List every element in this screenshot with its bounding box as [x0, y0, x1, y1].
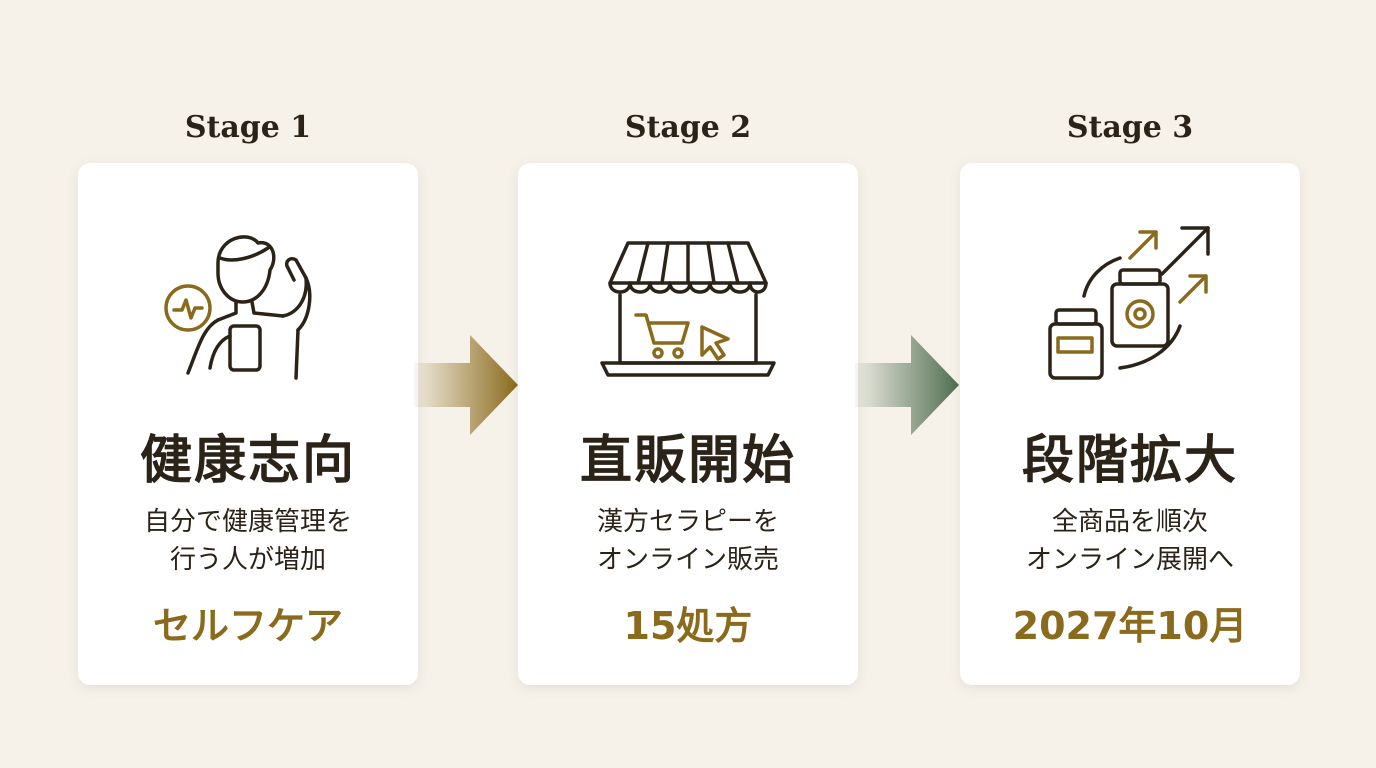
stage-2-desc-line1: 漢方セラピーを	[596, 507, 779, 537]
stage-2-headline: 直販開始	[579, 430, 796, 491]
stage-3-description: 全商品を順次 オンライン展開へ	[960, 503, 1300, 579]
stage-3-card: 段階拡大 全商品を順次 オンライン展開へ 2027年10月	[960, 163, 1300, 685]
products-growth-icon	[960, 213, 1300, 393]
stage-2-label: Stage 2	[624, 110, 752, 145]
stage-1-card: 健康志向 自分で健康管理を 行う人が増加 セルフケア	[78, 163, 418, 685]
stage-2-desc-line2: オンライン販売	[596, 545, 779, 575]
stage-3-highlight: 2027年10月	[1012, 604, 1248, 648]
stage-1-description: 自分で健康管理を 行う人が増加	[78, 503, 418, 579]
stage-2-highlight: 15処方	[623, 604, 753, 648]
arrow-right-icon	[414, 335, 518, 435]
stage-1-desc-line2: 行う人が増加	[169, 545, 326, 575]
stage-1-headline: 健康志向	[139, 430, 356, 491]
stage-1-desc-line1: 自分で健康管理を	[143, 507, 352, 537]
stage-3-desc-line2: オンライン展開へ	[1025, 545, 1234, 575]
person-flexing-icon	[78, 213, 418, 393]
online-shop-icon	[518, 213, 858, 393]
stage-1-label: Stage 1	[184, 110, 312, 145]
stage-3-headline: 段階拡大	[1021, 430, 1238, 491]
stage-2-description: 漢方セラピーを オンライン販売	[518, 503, 858, 579]
arrow-right-icon	[855, 335, 959, 435]
stage-2-card: 直販開始 漢方セラピーを オンライン販売 15処方	[518, 163, 858, 685]
stage-1-highlight: セルフケア	[152, 604, 343, 648]
stage-3-desc-line1: 全商品を順次	[1051, 507, 1208, 537]
stage-3-label: Stage 3	[1066, 110, 1194, 145]
